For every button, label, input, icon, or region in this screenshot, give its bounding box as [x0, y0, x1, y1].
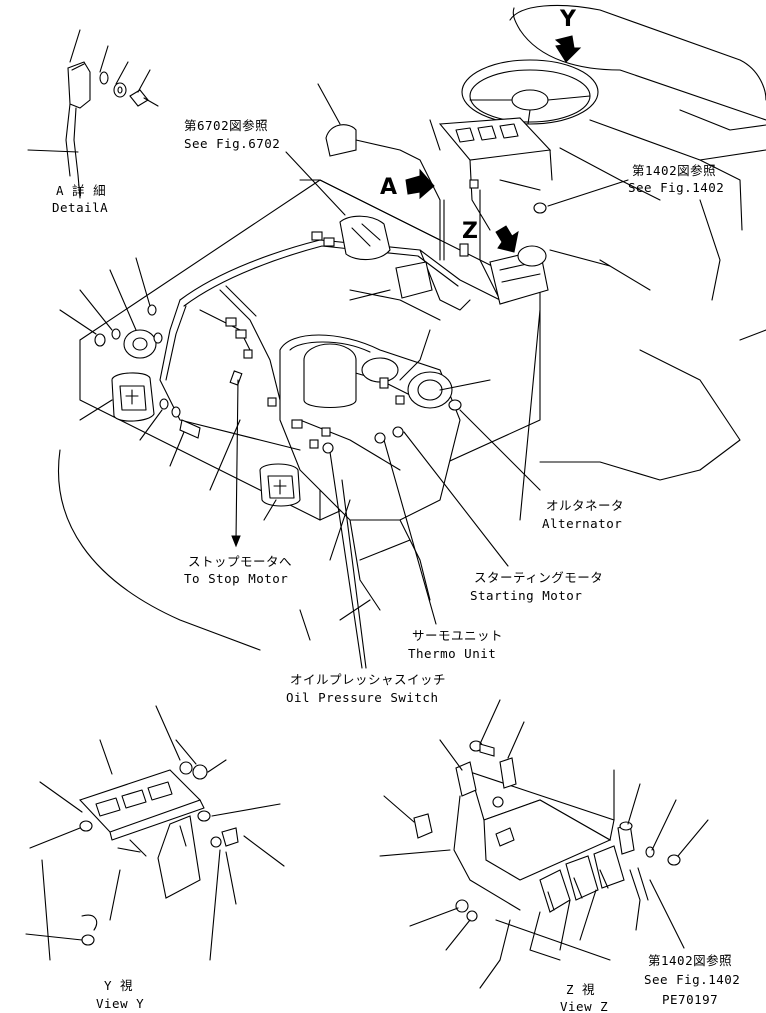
view-z-label-jp: Z 視 — [566, 982, 595, 997]
detail-a-drawing — [27, 29, 159, 199]
ref-1402-top-jp: 第1402図参照 — [632, 163, 716, 178]
alternator-label-jp: オルタネータ — [546, 498, 624, 513]
thermo-unit-label-en: Thermo Unit — [408, 646, 496, 661]
detail-a-label-en: DetailA — [52, 200, 108, 215]
view-letter-a: A — [380, 175, 397, 200]
dashboard-panel — [438, 117, 553, 231]
starting-motor-label-en: Starting Motor — [470, 588, 582, 603]
engine-assembly — [58, 83, 611, 651]
ref-1402-bottom-en: See Fig.1402 — [644, 972, 740, 987]
view-z-drawing — [379, 699, 709, 989]
ref-1402-bottom-jp: 第1402図参照 — [648, 953, 732, 968]
view-y-drawing — [25, 705, 285, 961]
view-arrow-z — [495, 225, 519, 253]
oil-pressure-label-jp: オイルプレッシャスイッチ — [290, 672, 446, 687]
leader-line-1402-top — [547, 179, 629, 207]
view-arrow-a — [405, 168, 435, 200]
leader-starting-motor — [403, 431, 509, 567]
detail-a-label-jp: A 詳 細 — [56, 183, 106, 198]
view-y-label-en: View Y — [96, 996, 144, 1011]
view-letter-y: Y — [559, 7, 577, 32]
steering-wheel-area — [461, 4, 766, 481]
ref-6702-jp: 第6702図参照 — [184, 118, 268, 133]
view-z-label-en: View Z — [560, 999, 608, 1013]
view-arrow-y — [554, 35, 582, 63]
leader-alternator — [459, 409, 541, 491]
stop-motor-label-en: To Stop Motor — [184, 571, 288, 586]
stop-motor-label-jp: ストップモータへ — [188, 554, 292, 569]
thermo-unit-label-jp: サーモユニット — [412, 628, 503, 643]
oil-pressure-label-en: Oil Pressure Switch — [286, 690, 439, 705]
leader-thermo-unit — [383, 439, 437, 625]
starting-motor-label-jp: スターティングモータ — [474, 570, 603, 585]
leader-stop-motor — [235, 379, 239, 541]
view-y-label-jp: Y 視 — [104, 978, 133, 993]
alternator-label-en: Alternator — [542, 516, 622, 531]
ref-1402-top-en: See Fig.1402 — [628, 180, 724, 195]
leader-oil-pressure — [329, 451, 363, 669]
drawing-code: PE70197 — [662, 992, 718, 1007]
view-letter-z: Z — [462, 219, 478, 244]
ref-6702-en: See Fig.6702 — [184, 136, 280, 151]
